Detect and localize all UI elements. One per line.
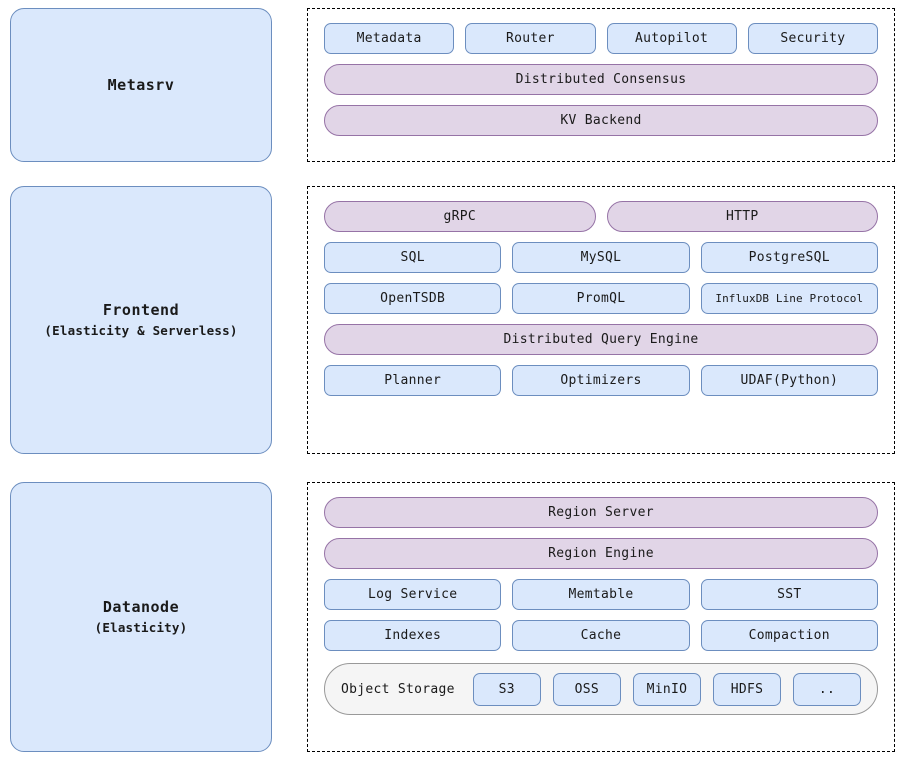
frontend-protocols-band: gRPC HTTP (324, 201, 878, 232)
frontend-components-container: gRPC HTTP SQL MySQL PostgreSQL OpenTSDB … (307, 186, 895, 454)
object-storage-backend-more[interactable]: .. (792, 672, 862, 706)
datanode-panel[interactable]: Datanode (Elasticity) (10, 482, 272, 752)
datanode-region-server-band: Region Server (324, 497, 878, 528)
metasrv-row: Metasrv Metadata Router Autopilot Securi… (0, 8, 903, 162)
datanode-components-container: Region Server Region Engine Log Service … (307, 482, 895, 752)
distributed-query-engine-block[interactable]: Distributed Query Engine (324, 324, 878, 355)
engine-part-optimizers[interactable]: Optimizers (512, 365, 690, 396)
frontend-engine-parts-band: Planner Optimizers UDAF(Python) (324, 365, 878, 396)
metasrv-component-metadata[interactable]: Metadata (324, 23, 455, 54)
storage-log-service[interactable]: Log Service (324, 579, 502, 610)
frontend-row: Frontend (Elasticity & Serverless) gRPC … (0, 186, 903, 454)
object-storage-backend-s3[interactable]: S3 (472, 672, 541, 706)
interface-opentsdb[interactable]: OpenTSDB (324, 283, 502, 314)
frontend-title: Frontend (102, 301, 180, 320)
metasrv-components-band: Metadata Router Autopilot Security (324, 23, 878, 54)
engine-part-planner[interactable]: Planner (324, 365, 502, 396)
datanode-region-engine-band: Region Engine (324, 538, 878, 569)
storage-cache[interactable]: Cache (512, 620, 690, 651)
metasrv-consensus-band: Distributed Consensus (324, 64, 878, 95)
frontend-subtitle: (Elasticity & Serverless) (44, 322, 238, 338)
engine-part-udaf-python[interactable]: UDAF(Python) (700, 365, 878, 396)
object-storage-backend-oss[interactable]: OSS (552, 672, 621, 706)
datanode-storage-band-1: Log Service Memtable SST (324, 579, 878, 610)
metasrv-component-router[interactable]: Router (465, 23, 596, 54)
frontend-panel[interactable]: Frontend (Elasticity & Serverless) (10, 186, 272, 454)
interface-promql[interactable]: PromQL (512, 283, 690, 314)
metasrv-component-autopilot[interactable]: Autopilot (606, 23, 737, 54)
interface-sql[interactable]: SQL (324, 242, 502, 273)
metasrv-components-container: Metadata Router Autopilot Security Distr… (307, 8, 895, 162)
storage-indexes[interactable]: Indexes (324, 620, 502, 651)
protocol-http[interactable]: HTTP (606, 201, 878, 232)
storage-sst[interactable]: SST (700, 579, 878, 610)
datanode-row: Datanode (Elasticity) Region Server Regi… (0, 482, 903, 752)
object-storage-label: Object Storage (341, 681, 455, 697)
metasrv-title: Metasrv (107, 75, 175, 94)
region-server-block[interactable]: Region Server (324, 497, 878, 528)
object-storage-backend-hdfs[interactable]: HDFS (712, 672, 781, 706)
object-storage-backend-minio[interactable]: MinIO (632, 672, 701, 706)
region-engine-block[interactable]: Region Engine (324, 538, 878, 569)
kv-backend-block[interactable]: KV Backend (324, 105, 878, 136)
metasrv-component-security[interactable]: Security (747, 23, 878, 54)
interface-postgresql[interactable]: PostgreSQL (700, 242, 878, 273)
datanode-storage-band-2: Indexes Cache Compaction (324, 620, 878, 651)
protocol-grpc[interactable]: gRPC (324, 201, 596, 232)
object-storage-strip: Object Storage S3 OSS MinIO HDFS .. (324, 663, 878, 715)
storage-memtable[interactable]: Memtable (512, 579, 690, 610)
interface-influxdb-line-protocol[interactable]: InfluxDB Line Protocol (700, 283, 878, 314)
frontend-interfaces-band-1: SQL MySQL PostgreSQL (324, 242, 878, 273)
metasrv-panel[interactable]: Metasrv (10, 8, 272, 162)
distributed-consensus-block[interactable]: Distributed Consensus (324, 64, 878, 95)
interface-mysql[interactable]: MySQL (512, 242, 690, 273)
frontend-interfaces-band-2: OpenTSDB PromQL InfluxDB Line Protocol (324, 283, 878, 314)
datanode-title: Datanode (102, 598, 180, 617)
metasrv-kv-band: KV Backend (324, 105, 878, 136)
frontend-query-engine-band: Distributed Query Engine (324, 324, 878, 355)
storage-compaction[interactable]: Compaction (700, 620, 878, 651)
datanode-subtitle: (Elasticity) (94, 619, 188, 635)
